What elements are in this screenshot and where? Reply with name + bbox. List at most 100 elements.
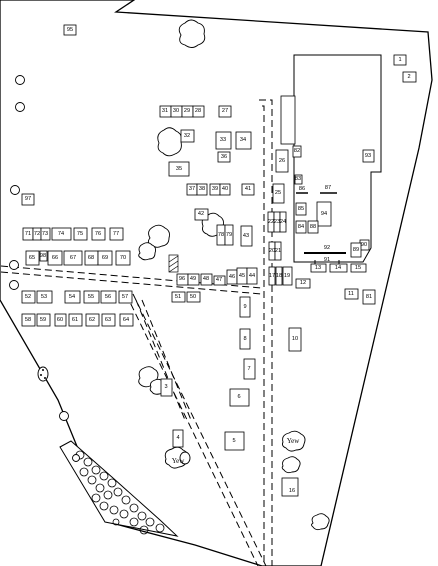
plot-label-7: 7 — [247, 366, 250, 372]
plot-25 — [272, 183, 285, 204]
building-markers — [296, 192, 346, 264]
shrub-bed — [59, 440, 179, 537]
plot-label-81: 81 — [366, 294, 372, 300]
plot-label-65: 65 — [29, 255, 35, 261]
plot-9 — [239, 296, 251, 318]
plot-label-29: 29 — [184, 108, 190, 114]
plot-label-30: 30 — [173, 108, 179, 114]
plot-label-43: 43 — [243, 233, 249, 239]
plot-label-71: 71 — [25, 231, 31, 237]
plot-5 — [224, 431, 245, 451]
plot-49 — [187, 273, 200, 286]
plot-label-37: 37 — [189, 186, 195, 192]
plot-label-87: 87 — [325, 185, 331, 191]
plot-40 — [219, 183, 231, 196]
plot-54 — [64, 290, 81, 304]
plot-label-27: 27 — [222, 108, 228, 114]
plot-47 — [213, 275, 226, 286]
plot-label-77: 77 — [113, 231, 119, 237]
plot-94 — [316, 201, 332, 227]
plot-13 — [310, 263, 327, 273]
plot-label-93: 93 — [365, 153, 371, 159]
plot-34 — [235, 131, 252, 150]
plot-label-33: 33 — [220, 137, 226, 143]
plot-label-90: 90 — [361, 242, 367, 248]
plot-48 — [200, 273, 213, 286]
plot-label-6: 6 — [237, 394, 240, 400]
plot-55 — [83, 290, 100, 304]
plot-50 — [186, 291, 201, 303]
plot-73 — [40, 227, 51, 241]
plot-70 — [115, 250, 131, 266]
plot-label-41: 41 — [245, 186, 251, 192]
plot-label-88: 88 — [310, 224, 316, 230]
plot-label-69: 69 — [102, 255, 108, 261]
plot-36 — [217, 151, 231, 163]
plot-74 — [51, 227, 72, 241]
plot-label-22: 22 — [268, 219, 274, 225]
plot-label-36: 36 — [221, 154, 227, 160]
plots: 95 1 2 31 30 29 28 27 32 33 34 36 35 26 … — [21, 24, 417, 497]
plot-label-57: 57 — [122, 294, 128, 300]
plot-88 — [307, 220, 319, 234]
plot-label-82: 82 — [294, 148, 300, 154]
plot-label-4: 4 — [176, 435, 179, 441]
plot-81 — [362, 289, 376, 305]
plot-label-97: 97 — [25, 196, 31, 202]
plot-label-1: 1 — [398, 57, 401, 63]
plot-label-58: 58 — [25, 317, 31, 323]
plot-83 — [294, 174, 303, 185]
building-outline — [293, 54, 382, 263]
plot-75 — [73, 227, 88, 241]
plot-label-50: 50 — [190, 294, 196, 300]
plot-42 — [194, 208, 209, 221]
plot-label-91: 91 — [324, 257, 330, 263]
plot-26 — [275, 149, 289, 173]
plot-label-56: 56 — [105, 294, 111, 300]
plot-label-44: 44 — [249, 273, 255, 279]
plot-67 — [63, 250, 83, 266]
plot-84 — [295, 220, 307, 234]
plot-65 — [25, 250, 40, 266]
plot-label-96: 96 — [179, 276, 185, 282]
plot-label-59: 59 — [40, 317, 46, 323]
plot-label-35: 35 — [176, 166, 182, 172]
plot-76 — [91, 227, 106, 241]
plot-label-84: 84 — [298, 224, 304, 230]
plot-69 — [97, 250, 113, 266]
plot-15 — [350, 263, 367, 273]
plot-label-76: 76 — [95, 231, 101, 237]
plot-51 — [171, 291, 186, 303]
plot-79 — [224, 224, 234, 246]
plot-12 — [295, 278, 311, 289]
plot-label-70: 70 — [120, 255, 126, 261]
plot-38 — [196, 183, 208, 196]
plot-56 — [100, 290, 117, 304]
plot-label-89: 89 — [353, 247, 359, 253]
plot-label-62: 62 — [89, 317, 95, 323]
plot-label-24: 24 — [280, 219, 286, 225]
plot-label-10: 10 — [292, 336, 298, 342]
plot-label-25: 25 — [275, 190, 281, 196]
plot-label-31: 31 — [162, 108, 168, 114]
plot-label-5: 5 — [232, 438, 235, 444]
plot-77 — [109, 227, 124, 241]
plot-label-64: 64 — [123, 317, 129, 323]
plot-label-3: 3 — [164, 384, 167, 390]
plot-60 — [54, 313, 67, 327]
plot-44 — [246, 267, 258, 285]
plot-label-20: 20 — [269, 248, 275, 254]
plot-24 — [279, 211, 287, 233]
plot-64 — [119, 313, 134, 327]
plot-label-86: 86 — [299, 186, 305, 192]
plot-label-9: 9 — [243, 304, 246, 310]
plot-label-54: 54 — [69, 294, 75, 300]
plot-label-66: 66 — [52, 255, 58, 261]
plot-57 — [118, 290, 133, 304]
plot-16 — [281, 477, 299, 497]
plot-label-28: 28 — [195, 108, 201, 114]
plot-label-32: 32 — [184, 133, 190, 139]
plot-28 — [192, 105, 205, 118]
